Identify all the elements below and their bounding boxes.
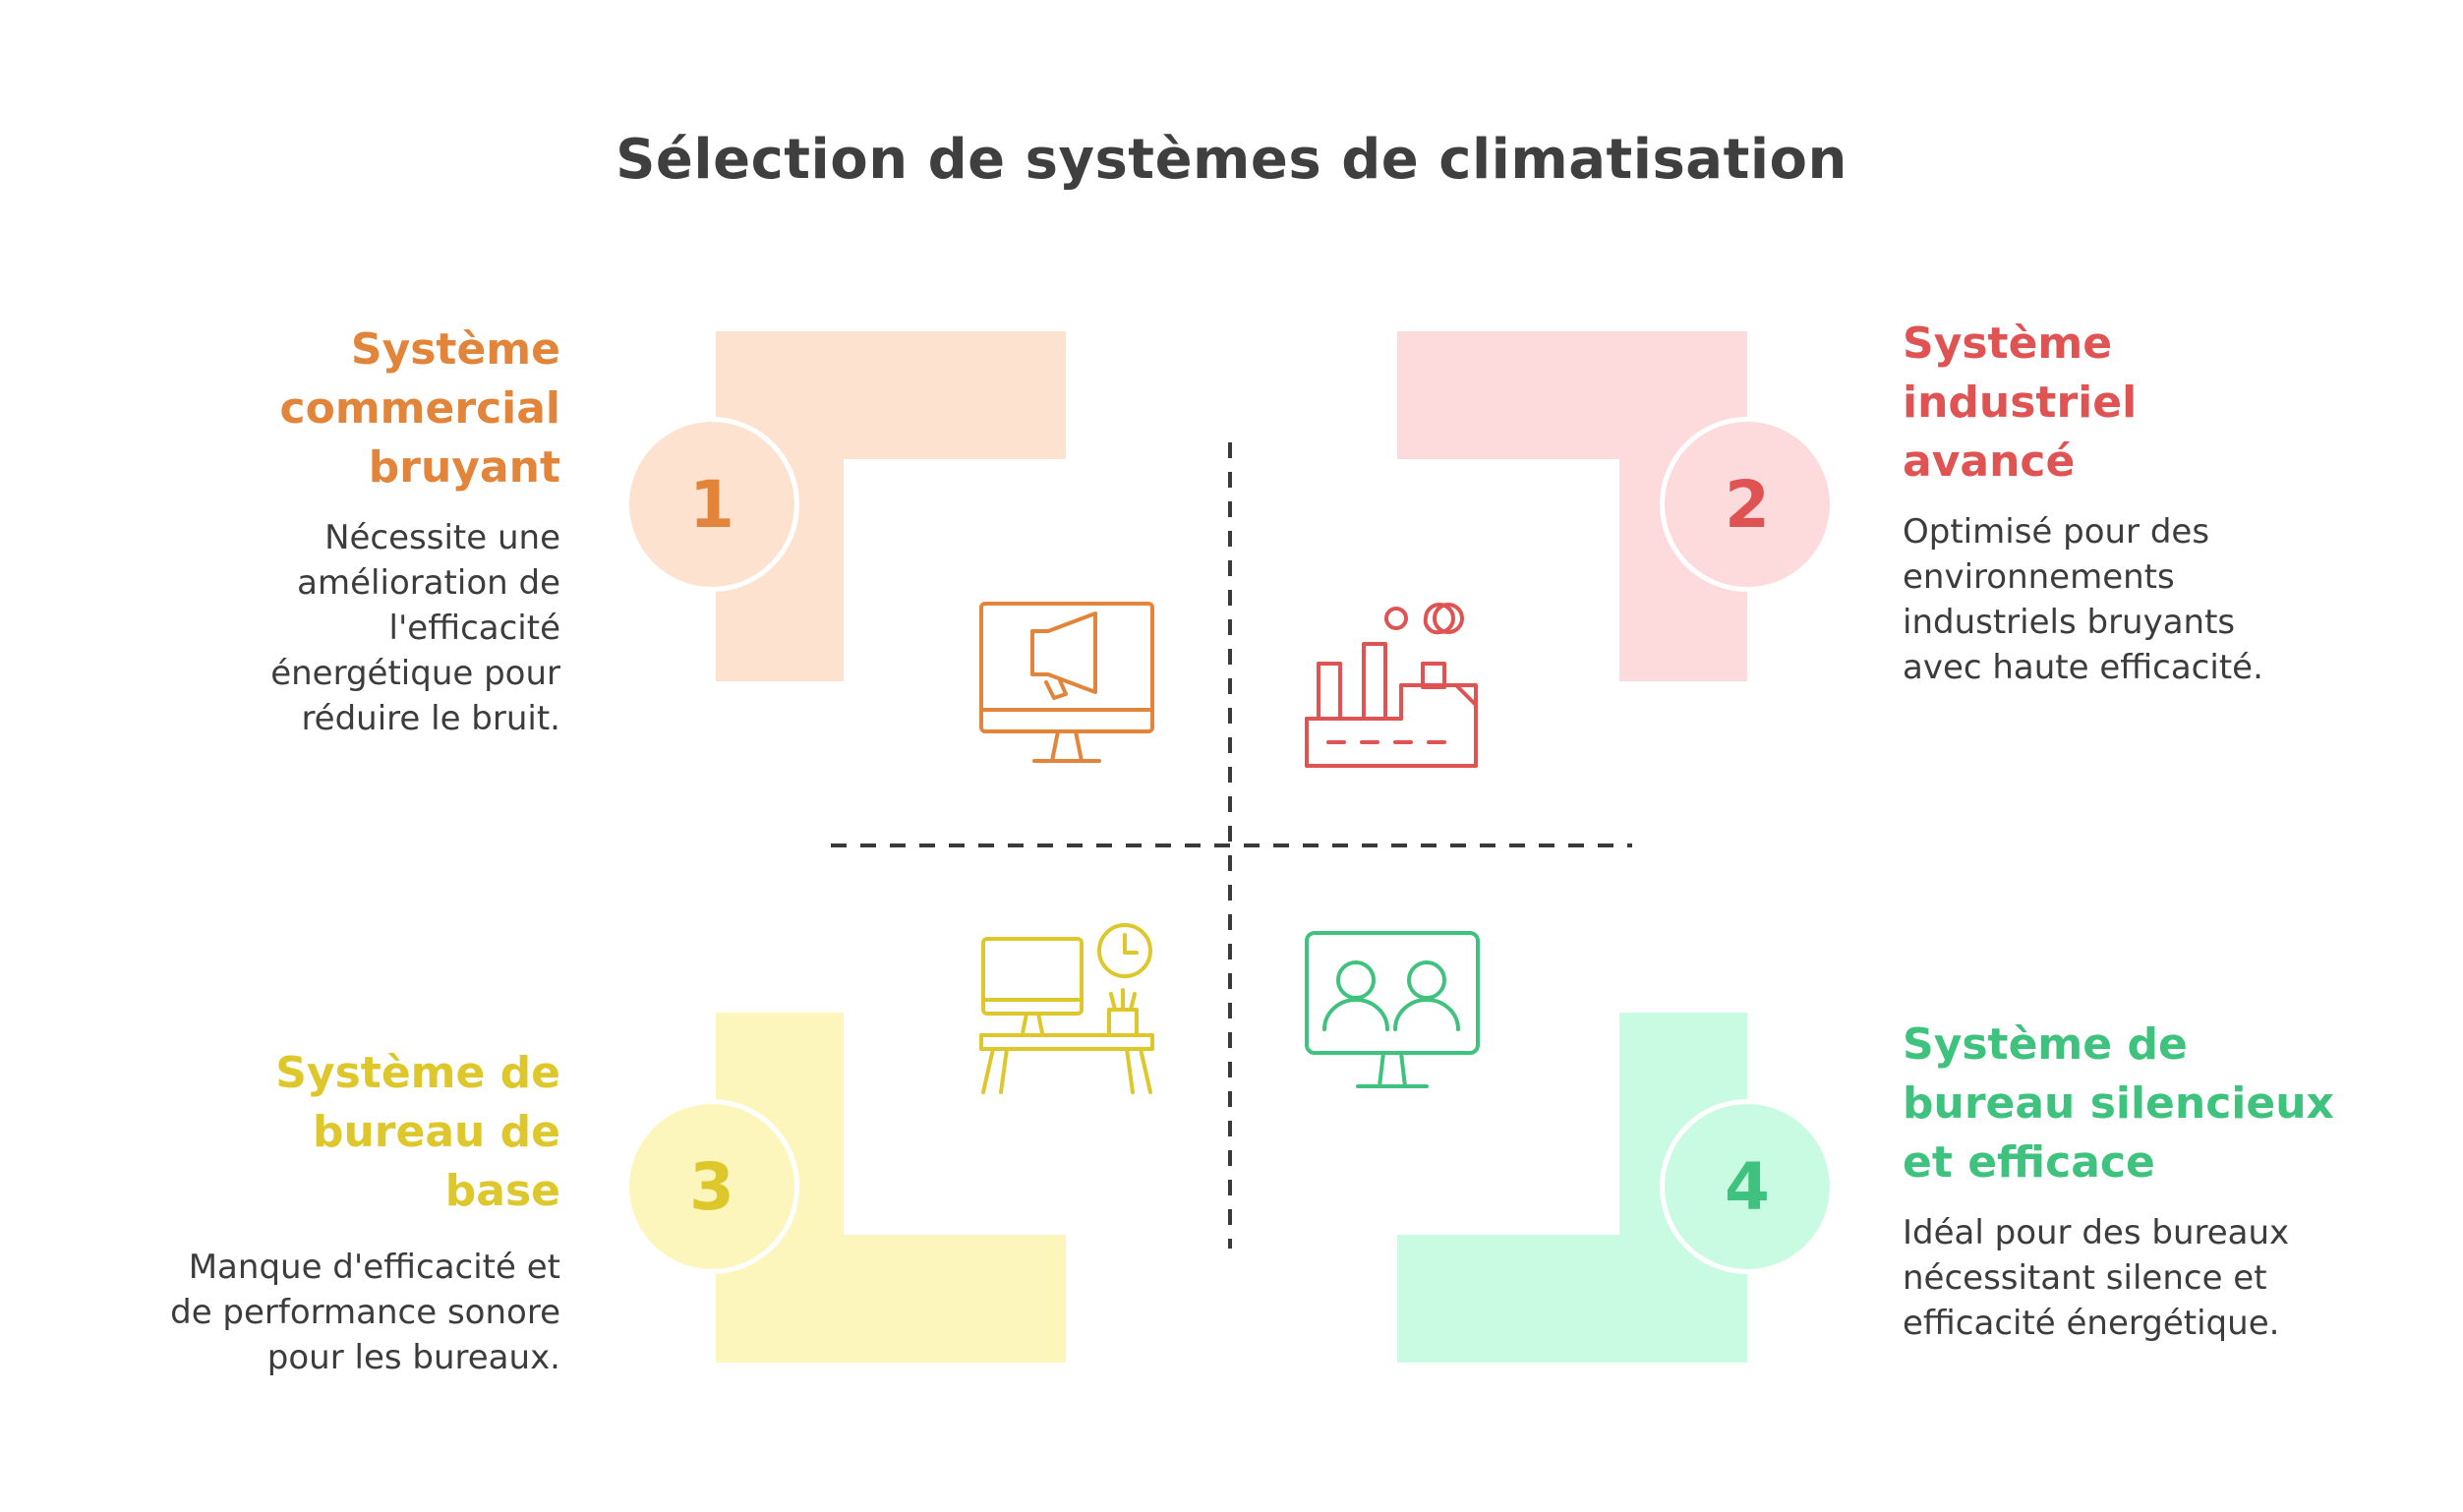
horizontal-divider (831, 843, 1632, 847)
video-meeting-icon (1305, 931, 1480, 1088)
quadrant-1-text: Système commercial bruyant Nécessite une… (49, 320, 560, 741)
office-desk-icon (979, 923, 1154, 1094)
quadrant-3-number: 3 (624, 1099, 799, 1274)
quadrant-3-text: Système de bureau de base Manque d'effic… (49, 1044, 560, 1380)
quadrant-4-heading: Système de bureau silencieux et efficace (1903, 1019, 2334, 1188)
quadrant-3-heading: Système de bureau de base (275, 1048, 560, 1216)
quadrant-3-description: Manque d'efficacité et de performance so… (170, 1248, 560, 1377)
quadrant-4-text: Système de bureau silencieux et efficace… (1903, 1016, 2375, 1346)
quadrant-1-heading: Système commercial bruyant (279, 324, 560, 493)
monitor-megaphone-icon (979, 602, 1154, 763)
page-title: Sélection de systèmes de climatisation (616, 128, 1847, 192)
quadrant-4-number: 4 (1660, 1099, 1835, 1274)
factory-icon (1305, 603, 1478, 768)
quadrant-2-heading: Système industriel avancé (1903, 319, 2138, 487)
quadrant-2-text: Système industriel avancé Optimisé pour … (1903, 315, 2414, 690)
quadrant-1-number: 1 (624, 417, 799, 592)
quadrant-2-number: 2 (1660, 417, 1835, 592)
quadrant-1-description: Nécessite une amélioration de l'efficaci… (270, 518, 560, 738)
quadrant-4-description: Idéal pour des bureaux nécessitant silen… (1903, 1213, 2290, 1343)
quadrant-2-description: Optimisé pour des environnements industr… (1903, 512, 2263, 687)
